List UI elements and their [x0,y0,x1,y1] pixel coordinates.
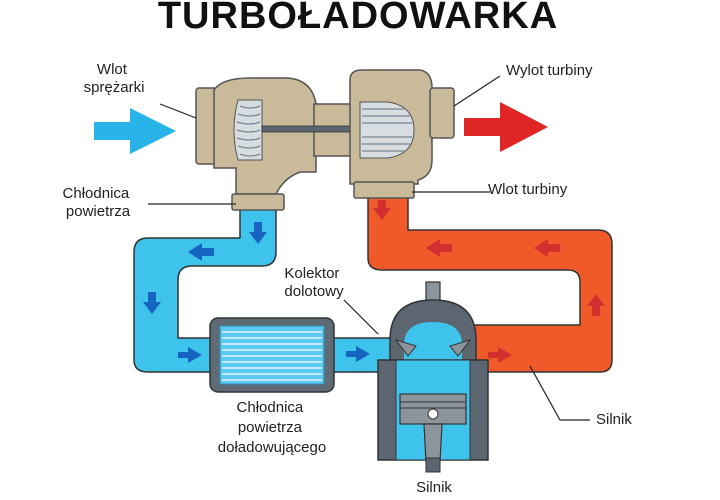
leader-turbine-outlet [453,75,501,107]
compressor-housing [213,77,317,195]
label-engine-bottom: Silnik [416,479,452,496]
cold-air-flow-arrows [143,222,370,363]
label-compressor-inlet: Wlot sprężarki [84,61,145,96]
flow-arrow-left-icon [534,239,560,257]
leader-engine [529,365,590,421]
turbine-outlet-arrow [464,102,548,152]
label-engine-right: Silnik [596,411,632,428]
diagram-title: TURBOŁADOWARKA [158,0,558,37]
flow-arrow-right-icon [346,346,370,362]
label-intake-manifold: Kolektor dolotowy [284,265,344,300]
compressor-inlet-arrow [94,108,176,154]
engine-cylinder [377,281,489,473]
label-turbine-inlet: Wlot turbiny [488,181,568,198]
flow-arrow-left-icon [426,239,452,257]
exhaust-flow-arrows [373,200,605,363]
turbo-shaft [261,125,363,133]
flow-arrow-right-icon [178,347,202,363]
flow-arrow-down-icon [143,292,161,314]
flow-arrow-down-icon [373,200,391,220]
turbocharger [195,69,455,211]
charge-air-cooler [209,317,335,393]
leader-intake-manifold [343,299,379,335]
flow-arrow-left-icon [188,243,214,261]
flow-arrow-right-icon [488,347,512,363]
flow-arrow-down-icon [249,222,267,244]
label-turbine-outlet: Wylot turbiny [506,62,593,79]
flow-arrow-up-icon [587,294,605,316]
label-charge-air-cooler: Chłodnica powietrza doładowującego [218,399,326,456]
leader-compressor-inlet [159,103,197,119]
label-air-cooler: Chłodnica powietrza [63,185,134,220]
